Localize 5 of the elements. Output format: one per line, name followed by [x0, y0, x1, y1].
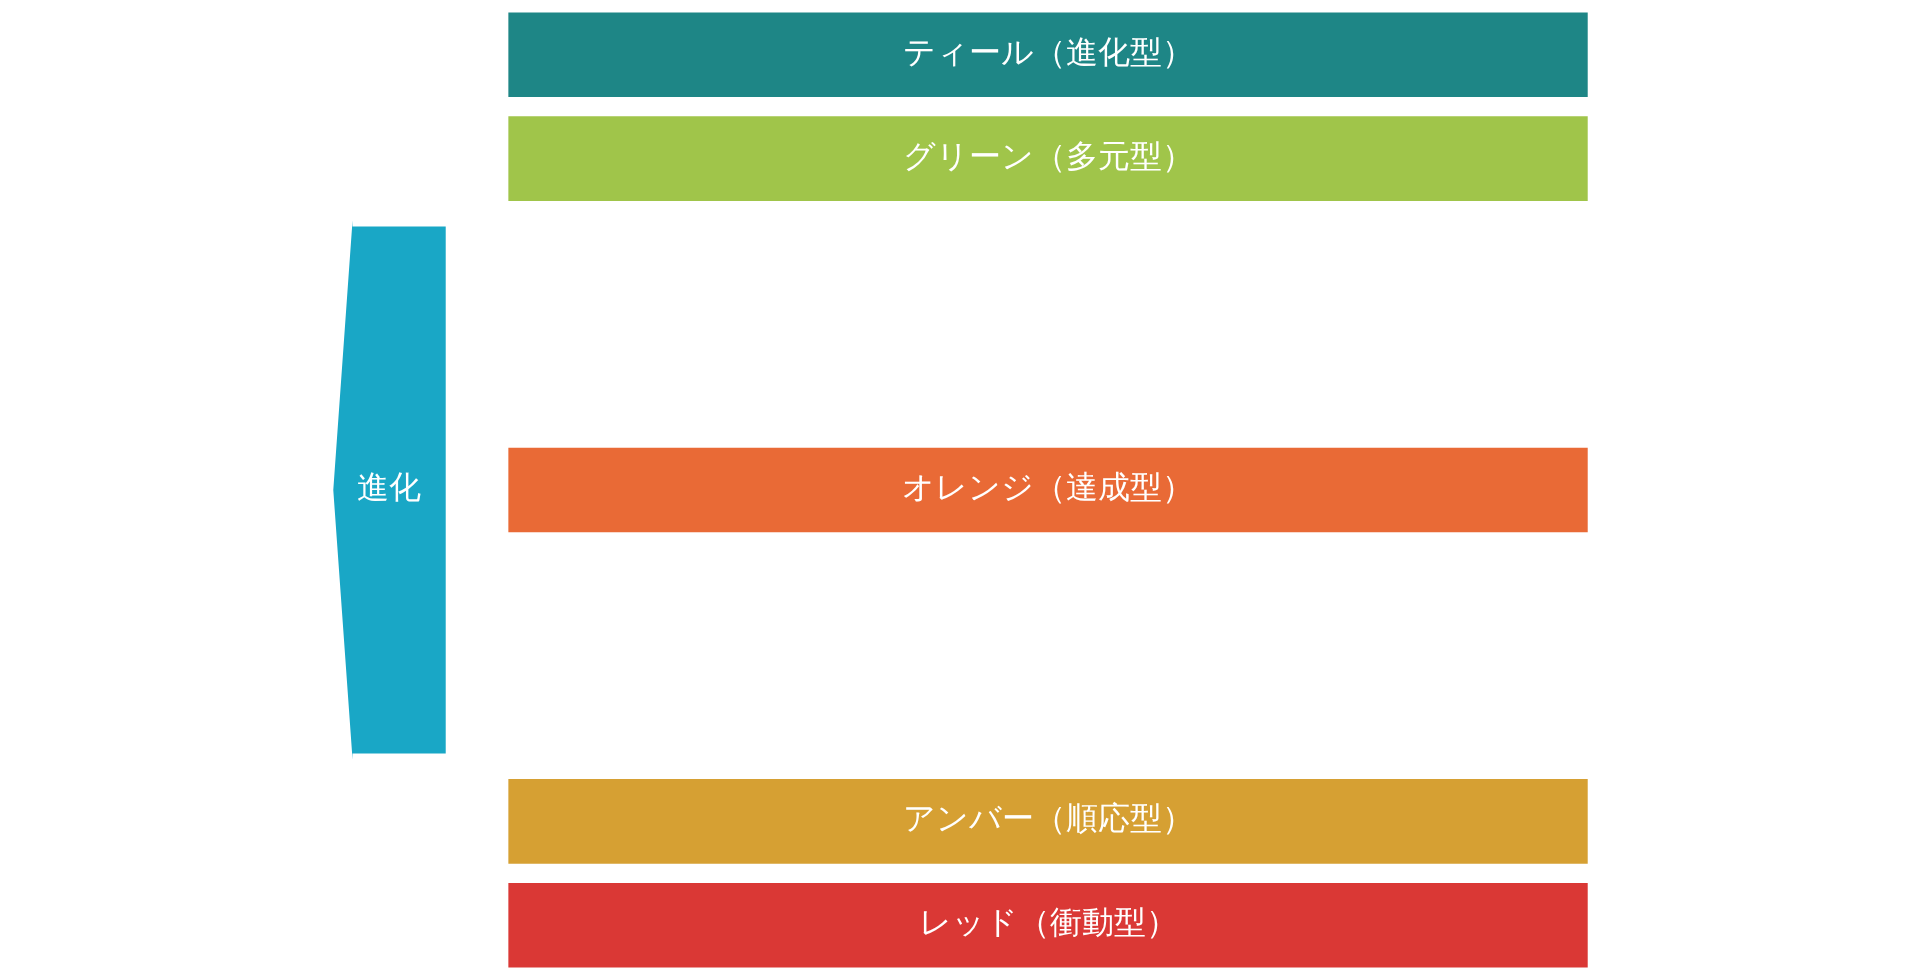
- node-box: ティール（進化型）: [507, 12, 1588, 97]
- node-box: アンバー（順応型）: [507, 779, 1588, 864]
- node-box: オレンジ（達成型）: [507, 447, 1588, 533]
- node-box: レッド（衝動型）: [507, 883, 1588, 968]
- node-box: グリーン（多元型）: [507, 116, 1588, 201]
